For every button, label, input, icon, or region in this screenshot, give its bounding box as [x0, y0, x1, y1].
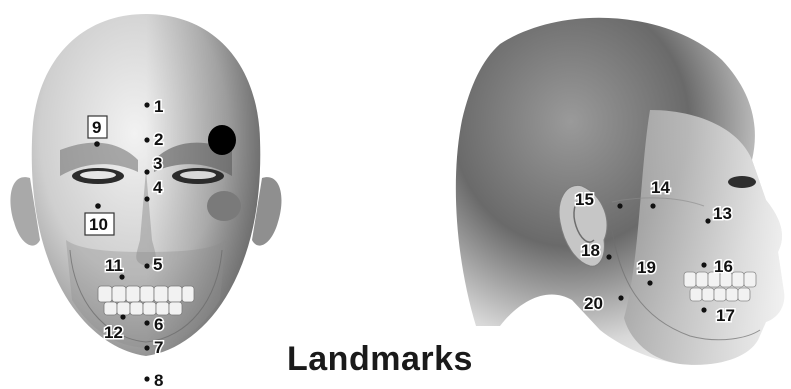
landmark-label: 8	[154, 371, 163, 389]
landmark-dot	[94, 141, 100, 147]
landmark-dot	[144, 345, 149, 350]
landmark-label: 13	[713, 204, 732, 223]
landmark-dot	[144, 320, 149, 325]
landmark-dot	[144, 263, 149, 268]
landmark-dot	[144, 196, 149, 201]
landmark-label: 3	[153, 154, 162, 173]
landmark-label: 19	[637, 258, 656, 277]
landmark-dot	[119, 274, 124, 279]
landmark-label: 18	[581, 241, 600, 260]
landmark-label: 16	[714, 257, 733, 276]
landmark-8: 8	[144, 371, 163, 389]
landmark-dot	[144, 376, 149, 381]
landmark-dot	[701, 262, 706, 267]
landmark-dot	[606, 254, 611, 259]
landmark-dot	[617, 203, 622, 208]
landmark-label: 5	[153, 255, 162, 274]
landmark-label: 2	[154, 130, 163, 149]
landmark-dot	[120, 314, 125, 319]
landmark-label: 11	[105, 256, 123, 275]
landmark-dot	[144, 169, 149, 174]
landmark-dot	[705, 218, 710, 223]
figure-title: Landmarks	[287, 340, 473, 379]
landmark-label: 10	[89, 215, 108, 234]
landmark-dot	[650, 203, 655, 208]
landmark-dot	[144, 102, 149, 107]
landmark-label: 1	[154, 97, 163, 116]
landmark-dot	[95, 203, 101, 209]
landmark-label: 4	[153, 178, 163, 197]
front-head	[11, 14, 282, 356]
landmark-label: 14	[651, 178, 670, 197]
landmark-dot	[144, 137, 149, 142]
landmark-label: 12	[104, 323, 123, 342]
side-head	[456, 18, 784, 365]
landmark-label: 7	[154, 338, 163, 357]
landmark-label: 20	[584, 294, 603, 313]
grey-marker-ellipse	[207, 191, 241, 221]
landmark-label: 17	[716, 306, 735, 325]
landmark-label: 9	[92, 118, 101, 137]
landmark-label: 6	[154, 315, 163, 334]
landmark-label: 15	[575, 190, 594, 209]
landmark-dot	[618, 295, 623, 300]
landmark-dot	[647, 280, 652, 285]
landmark-dot	[701, 307, 706, 312]
dark-marker-ellipse	[208, 125, 236, 155]
